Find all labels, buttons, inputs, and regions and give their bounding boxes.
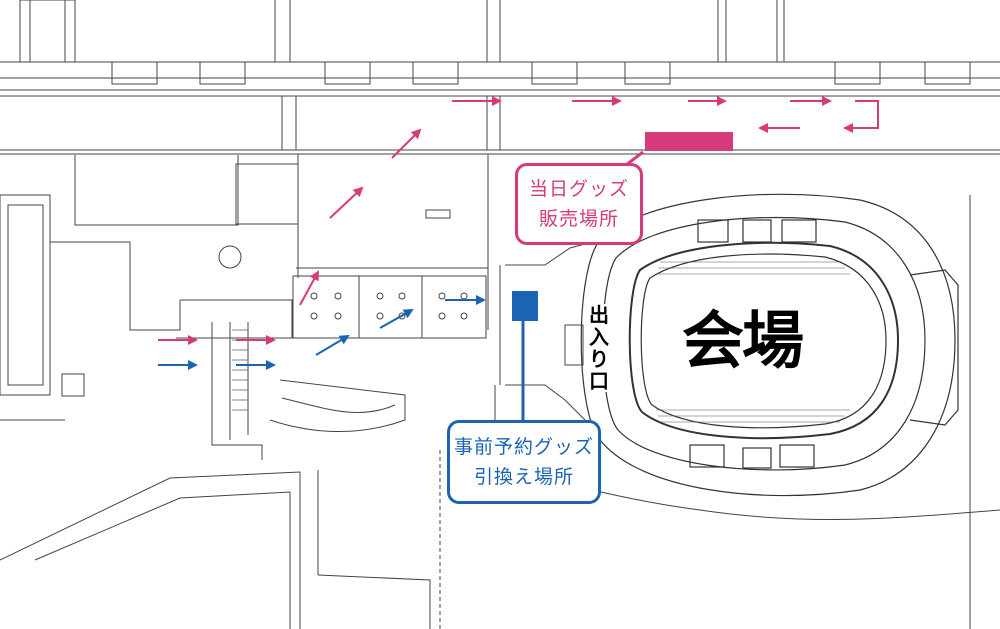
entrance-label: 出 入 り 口 (587, 304, 611, 392)
same-day-sales-label: 当日グッズ 販売場所 (515, 163, 643, 245)
ground-outlines (0, 195, 1000, 629)
central-structures (176, 154, 489, 460)
top-structure (0, 0, 1000, 155)
columns (310, 292, 468, 320)
sales-marker-icon (645, 132, 733, 151)
entrance-char: り (589, 347, 609, 371)
same-day-sales-line2: 販売場所 (538, 208, 619, 230)
entrance-char: 入 (589, 325, 609, 349)
entrance-char: 口 (589, 369, 609, 393)
pickup-marker-icon (512, 291, 538, 321)
left-building (0, 155, 239, 421)
venue-label: 会場 (682, 304, 804, 377)
preorder-pickup-label: 事前予約グッズ 引換え場所 (447, 420, 601, 504)
preorder-pickup-line2: 引換え場所 (473, 466, 574, 488)
sales-route-arrows (158, 96, 879, 345)
preorder-pickup-line1: 事前予約グッズ (453, 436, 594, 458)
pickup-route-arrows (158, 295, 486, 370)
entrance-char: 出 (589, 303, 609, 327)
same-day-sales-line1: 当日グッズ (528, 178, 629, 200)
stair-hatching (232, 329, 248, 411)
arena-seating (656, 261, 850, 423)
